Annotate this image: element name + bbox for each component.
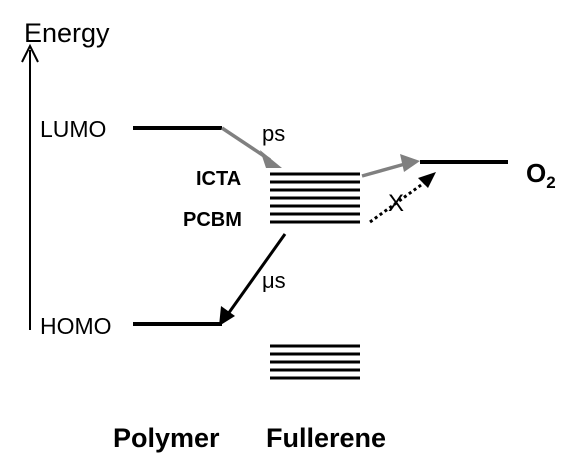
oxygen-subscript: 2: [546, 173, 556, 192]
lumo-label: LUMO: [40, 116, 107, 142]
fullerene-lower-levels: [270, 344, 360, 380]
us-label: μs: [262, 268, 286, 293]
ps-label: ps: [262, 121, 286, 146]
blocked-transfer-arrow: [369, 172, 436, 224]
ps-transfer-arrow: [221, 126, 282, 168]
fullerene-upper-levels: [270, 172, 360, 224]
pcbm-label: PCBM: [183, 209, 242, 231]
axis-label: Energy: [24, 18, 110, 48]
oxygen-transfer-arrow: [361, 154, 420, 178]
oxygen-label: O2: [526, 160, 556, 191]
us-recombination-arrow: [219, 233, 287, 326]
homo-label: HOMO: [40, 313, 112, 339]
blocked-mark: X: [388, 190, 405, 217]
icta-label: ICTA: [196, 168, 242, 190]
energy-axis: [21, 43, 39, 330]
polymer-column-label: Polymer: [113, 423, 220, 453]
fullerene-column-label: Fullerene: [266, 423, 387, 453]
oxygen-symbol: O: [526, 158, 547, 188]
